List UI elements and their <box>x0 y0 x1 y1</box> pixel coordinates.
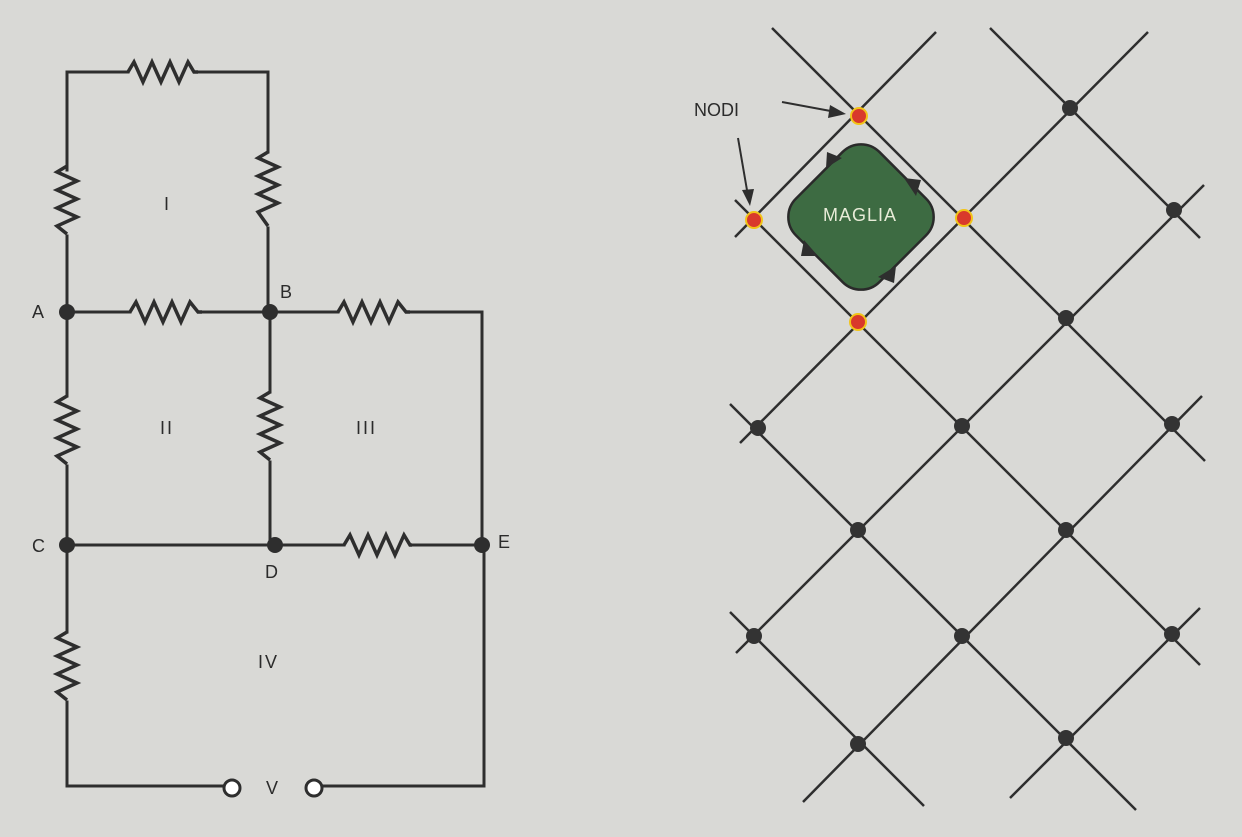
node-label-b: B <box>280 282 292 302</box>
lattice-lines-up <box>734 31 1205 803</box>
lattice-line-d2 <box>989 27 1201 239</box>
lattice-node <box>1058 310 1074 326</box>
pointer-arrow-top-head <box>828 105 846 118</box>
node-a-dot <box>59 304 75 320</box>
resistor-ac <box>52 394 82 466</box>
highlighted-nodes <box>745 107 973 331</box>
lattice-node <box>954 418 970 434</box>
circuit-diagram: A B C D E I II III IV V <box>32 57 510 798</box>
lattice-node <box>1164 416 1180 432</box>
mesh-arrow-bottom <box>878 266 896 283</box>
mesh-label: MAGLIA <box>823 205 897 225</box>
lattice-node <box>1058 730 1074 746</box>
node-label-e: E <box>498 532 510 552</box>
lattice-line-d5 <box>729 611 925 807</box>
lattice-node <box>750 420 766 436</box>
lattice-line-d1 <box>771 27 1206 462</box>
lattice-line-u2 <box>739 31 1149 444</box>
nodes-pointer-arrows <box>737 101 846 206</box>
lattice-node <box>1166 202 1182 218</box>
lattice-node <box>746 628 762 644</box>
terminal-right <box>304 778 324 798</box>
resistor-left-lower <box>52 630 82 702</box>
resistor-top <box>126 57 198 87</box>
highlight-node-top <box>850 107 868 125</box>
terminal-left <box>222 778 242 798</box>
node-e-dot <box>474 537 490 553</box>
resistor-bd <box>255 390 285 462</box>
wire-be-e <box>408 310 484 547</box>
node-d-dot <box>267 537 283 553</box>
circuit-resistors <box>52 57 412 702</box>
resistor-right-upper <box>253 150 283 228</box>
lattice-node <box>850 736 866 752</box>
pointer-arrow-left-head <box>742 189 754 206</box>
highlight-node-right <box>955 209 973 227</box>
node-c-dot <box>59 537 75 553</box>
lattice-line-d4 <box>729 403 1137 811</box>
lattice-lines-down <box>729 27 1206 811</box>
resistor-ab <box>128 297 202 327</box>
circuit-wires <box>65 70 486 788</box>
mesh-label-iv: IV <box>258 652 279 672</box>
wire-bottom-right <box>320 543 486 788</box>
mesh-circulation-arrows <box>801 152 921 283</box>
lattice-line-u4 <box>802 395 1203 803</box>
resistor-de <box>342 530 412 560</box>
lattice-node <box>954 628 970 644</box>
lattice-line-d3 <box>734 199 1201 666</box>
lattice-node <box>1164 626 1180 642</box>
mesh-label-i: I <box>164 194 171 214</box>
pointer-arrow-left-line <box>737 137 749 197</box>
lattice-line-u3 <box>735 184 1205 654</box>
mesh-arrow-top <box>826 152 842 168</box>
lattice-diagram: MAGLIA NODI <box>694 27 1206 811</box>
mesh-label-iii: III <box>356 418 377 438</box>
node-label-c: C <box>32 536 45 556</box>
terminal-label-v: V <box>266 778 278 798</box>
lattice-node <box>1062 100 1078 116</box>
node-label-d: D <box>265 562 278 582</box>
lattice-node <box>850 522 866 538</box>
resistor-be <box>336 297 410 327</box>
resistor-left-upper <box>52 164 82 236</box>
wire-bottom-left <box>65 700 224 788</box>
pointer-arrow-top-line <box>781 101 837 113</box>
highlight-node-left <box>745 211 763 229</box>
node-b-dot <box>262 304 278 320</box>
mesh-arrow-left <box>801 240 818 256</box>
wire-top-right <box>196 70 270 154</box>
mesh-shape <box>787 143 935 291</box>
lattice-node <box>1058 522 1074 538</box>
highlight-node-bottom <box>849 313 867 331</box>
mesh-arrow-right <box>904 178 921 196</box>
lattice-nodes <box>746 100 1182 752</box>
wire-top-left <box>65 70 130 172</box>
nodes-label: NODI <box>694 100 739 120</box>
node-label-a: A <box>32 302 44 322</box>
mesh-label-ii: II <box>160 418 174 438</box>
lattice-line-u1 <box>734 31 937 238</box>
